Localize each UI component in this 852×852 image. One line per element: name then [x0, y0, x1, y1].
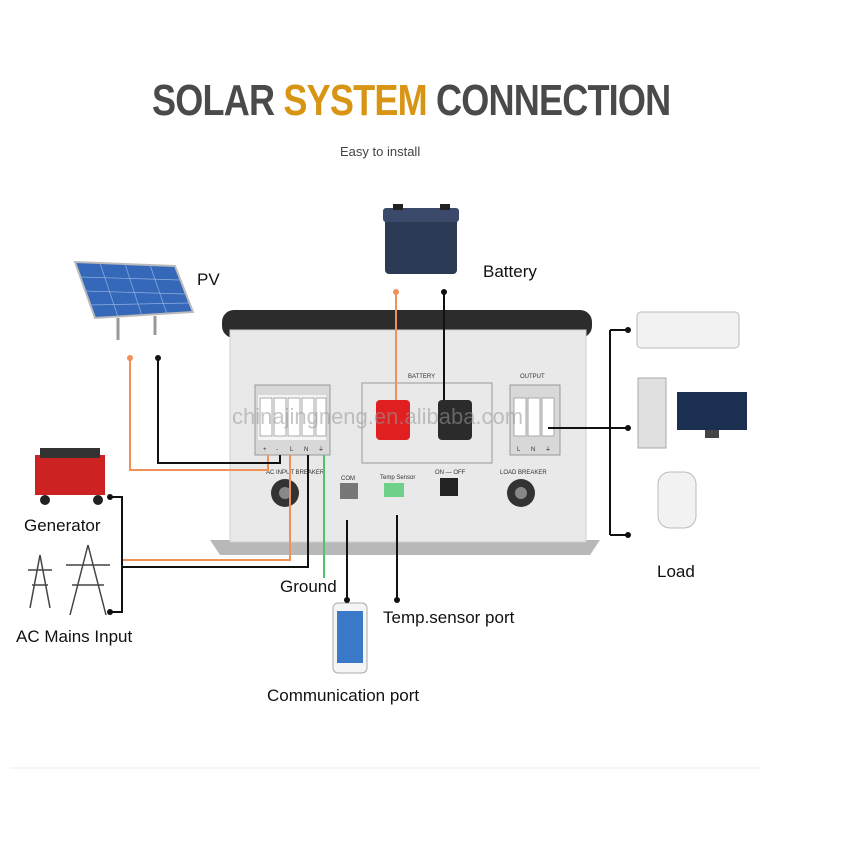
terminal-label: + [263, 447, 267, 453]
terminal-label: L [290, 447, 294, 453]
ac-neutral-wire [110, 455, 309, 613]
ground-label: Ground [280, 577, 337, 596]
battery-terminal-label: BATTERY [408, 374, 435, 380]
ac-mains-label: AC Mains Input [16, 627, 133, 646]
generator-label: Generator [24, 516, 101, 535]
power-pylon-icon [28, 544, 110, 616]
watermark: chinajingneng.en.alibaba.com [232, 404, 523, 429]
page-title: SOLAR SYSTEM CONNECTION [152, 76, 671, 126]
fridge-icon [637, 377, 667, 449]
temp-sensor-label: Temp.sensor port [383, 608, 515, 627]
load-wire [548, 329, 628, 536]
battery-label: Battery [483, 262, 537, 281]
output-terminal-label: OUTPUT [520, 374, 545, 380]
terminal-label: N [304, 447, 308, 453]
generator-icon [35, 448, 105, 505]
com-port-label: COM [341, 476, 355, 482]
air-conditioner-icon [636, 311, 740, 349]
connection-dots [107, 289, 631, 615]
terminal-label: - [276, 447, 278, 453]
inverter-unit: COM Temp Sensor ON — OFF AC INPUT BREAKE… [210, 310, 600, 555]
terminal-label: N [531, 447, 535, 453]
title-part: SOLAR [152, 76, 284, 125]
ac-line-wire [123, 455, 291, 561]
communication-port-label: Communication port [267, 686, 420, 705]
power-switch-label: ON — OFF [435, 470, 466, 476]
temp-sensor-port-label: Temp Sensor [380, 475, 415, 481]
battery-icon [383, 204, 459, 274]
title-part: CONNECTION [426, 76, 671, 125]
tv-icon [677, 392, 747, 438]
terminal-label: L [517, 447, 521, 453]
load-breaker-label: LOAD BREAKER [500, 470, 547, 476]
terminal-label: ⏚ [318, 446, 324, 453]
terminal-label: ⏚ [545, 446, 551, 453]
subtitle: Easy to install [340, 144, 421, 159]
pv-negative-wire [157, 358, 281, 464]
kettle-icon [657, 471, 697, 529]
solar-panel-icon [73, 260, 195, 340]
smartphone-icon [332, 602, 368, 674]
ac-breaker-label: AC INPUT BREAKER [266, 470, 325, 476]
pv-label: PV [197, 270, 220, 289]
title-part: SYSTEM [283, 76, 427, 125]
load-label: Load [657, 562, 695, 581]
